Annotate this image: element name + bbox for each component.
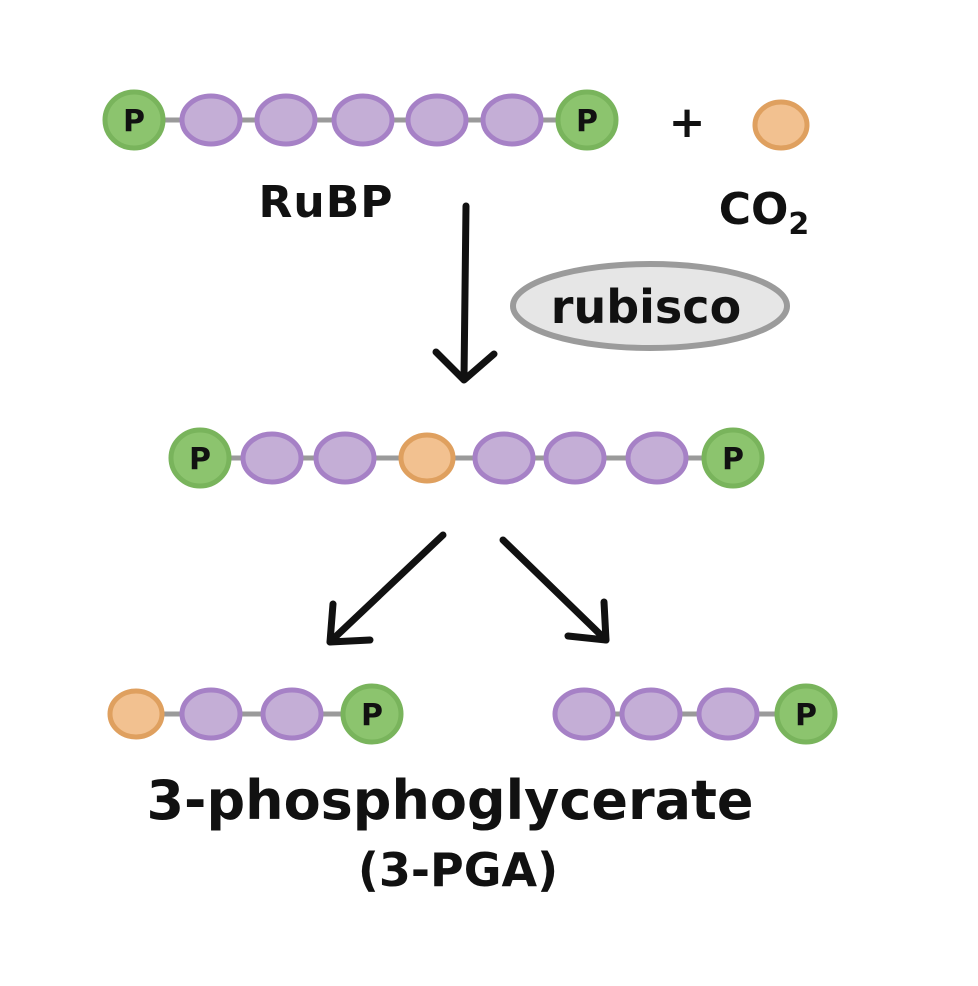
phosphate-label: P [576, 104, 598, 139]
carbon-atom [260, 687, 324, 741]
rubisco-label: rubisco [551, 280, 741, 334]
pga-molecule-left: P [107, 683, 404, 745]
phosphate-label: P [123, 104, 145, 139]
split-arrow-right [499, 536, 610, 644]
rubp-label: RuBP [259, 177, 394, 228]
carbon-atom [240, 431, 304, 485]
split-arrow-left [326, 531, 447, 646]
carbon-atom [543, 431, 607, 485]
co2-carbon-atom [398, 432, 456, 484]
carbon-atom [313, 431, 377, 485]
phosphate-group [340, 683, 404, 745]
co2-carbon-atom [107, 688, 165, 740]
carbon-atom [405, 93, 469, 147]
phosphate-group [102, 89, 166, 151]
co2-label: CO2 [719, 184, 810, 242]
phosphate-group [701, 427, 765, 489]
co2-molecule [752, 99, 810, 151]
plus-sign: + [669, 97, 706, 148]
phosphate-label: P [722, 442, 744, 477]
phosphate-label: P [361, 698, 383, 733]
carbon-atom [619, 687, 683, 741]
co2-carbon-atom [752, 99, 810, 151]
carbon-atom [179, 687, 243, 741]
phosphate-group [555, 89, 619, 151]
carbon-atom [552, 687, 616, 741]
carbon-atom [696, 687, 760, 741]
phosphate-group [774, 683, 838, 745]
phosphate-label: P [189, 442, 211, 477]
carbon-atom [625, 431, 689, 485]
carbon-atom [480, 93, 544, 147]
product-abbrev-label: (3-PGA) [358, 843, 558, 897]
co2-label-main: CO [719, 184, 789, 235]
pga-molecule-right: P [552, 683, 838, 745]
reaction-arrow-down [432, 202, 498, 384]
co2-label-subscript: 2 [788, 207, 809, 242]
phosphate-label: P [795, 698, 817, 733]
carbon-atom [179, 93, 243, 147]
product-name-label: 3-phosphoglycerate [146, 769, 753, 832]
carbon-atom [472, 431, 536, 485]
rubisco-enzyme-badge: rubisco [510, 261, 790, 351]
phosphate-group [168, 427, 232, 489]
carbon-atom [254, 93, 318, 147]
carbon-atom [331, 93, 395, 147]
